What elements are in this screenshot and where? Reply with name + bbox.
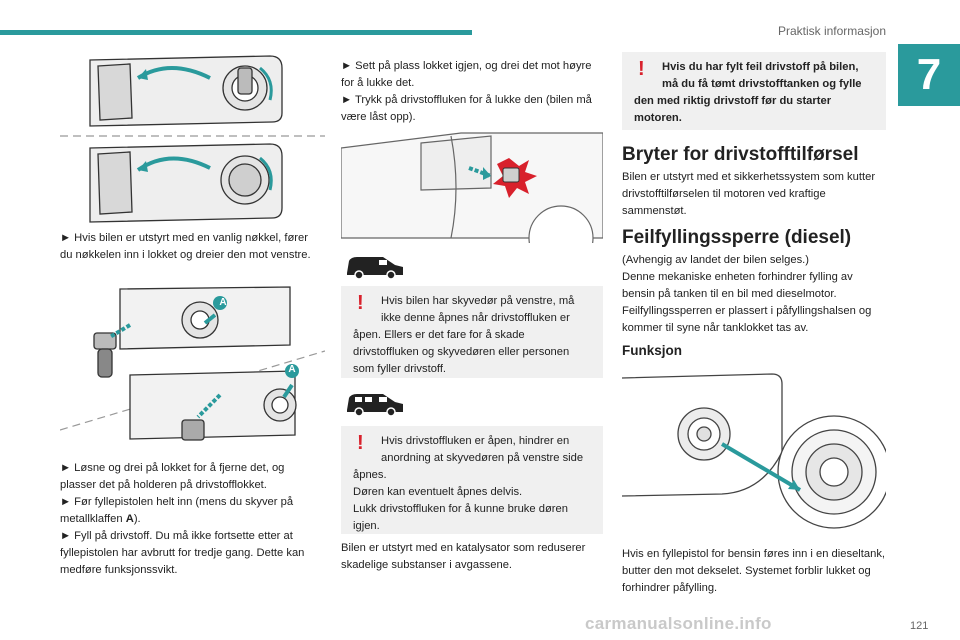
- cap-removal-illustration: [60, 286, 325, 441]
- col1-text-key: ► Hvis bilen er utstyrt med en vanlig nø…: [60, 232, 311, 261]
- heading-function: Funksjon: [622, 343, 682, 358]
- fuel-cap-key-illustration: [60, 55, 325, 223]
- warning-wrong-fuel: ! Hvis du har fylt feil drivstoff på bil…: [622, 52, 886, 130]
- text-function: Hvis en fyllepistol for bensin føres inn…: [622, 548, 886, 594]
- misfuel-device-illustration: [622, 373, 886, 529]
- col1-text-refuel: ► Løsne og drei på lokket for å fjerne d…: [60, 462, 305, 576]
- running-header: Praktisk informasjon: [777, 24, 886, 38]
- text-misfuel-device: (Avhengig av landet der bilen selges.) D…: [622, 254, 872, 334]
- van-fuel-flap-illustration: [341, 132, 603, 243]
- heading-fuel-cutoff: Bryter for drivstofftilførsel: [622, 144, 859, 165]
- heading-misfuel-device: Feilfyllingssperre (diesel): [622, 227, 852, 248]
- header-accent-bar: [0, 30, 472, 35]
- van-windows-icon: [347, 394, 403, 417]
- watermark: carmanualsonline.info: [585, 614, 772, 633]
- marker-a-bottom: A: [288, 364, 296, 375]
- col2-text-catalyst: Bilen er utstyrt med en katalysator som …: [341, 542, 586, 571]
- warning-icon: !: [638, 58, 645, 80]
- page-number: 121: [910, 620, 929, 632]
- marker-a-top: A: [219, 297, 227, 308]
- text-fuel-cutoff: Bilen er utstyrt med et sikkerhetssystem…: [622, 171, 876, 217]
- warning-sliding-door: ! Hvis bilen har skyvedør på venstre, må…: [341, 286, 603, 378]
- warning-icon: !: [357, 292, 364, 314]
- col2-text-close: ► Sett på plass lokket igjen, og drei de…: [341, 60, 592, 123]
- warning-door-blocked: ! Hvis drivstoffluken er åpen, hindrer e…: [341, 426, 603, 534]
- chapter-number: 7: [898, 44, 960, 106]
- van-icon: [347, 257, 403, 280]
- warning-icon: !: [357, 432, 364, 454]
